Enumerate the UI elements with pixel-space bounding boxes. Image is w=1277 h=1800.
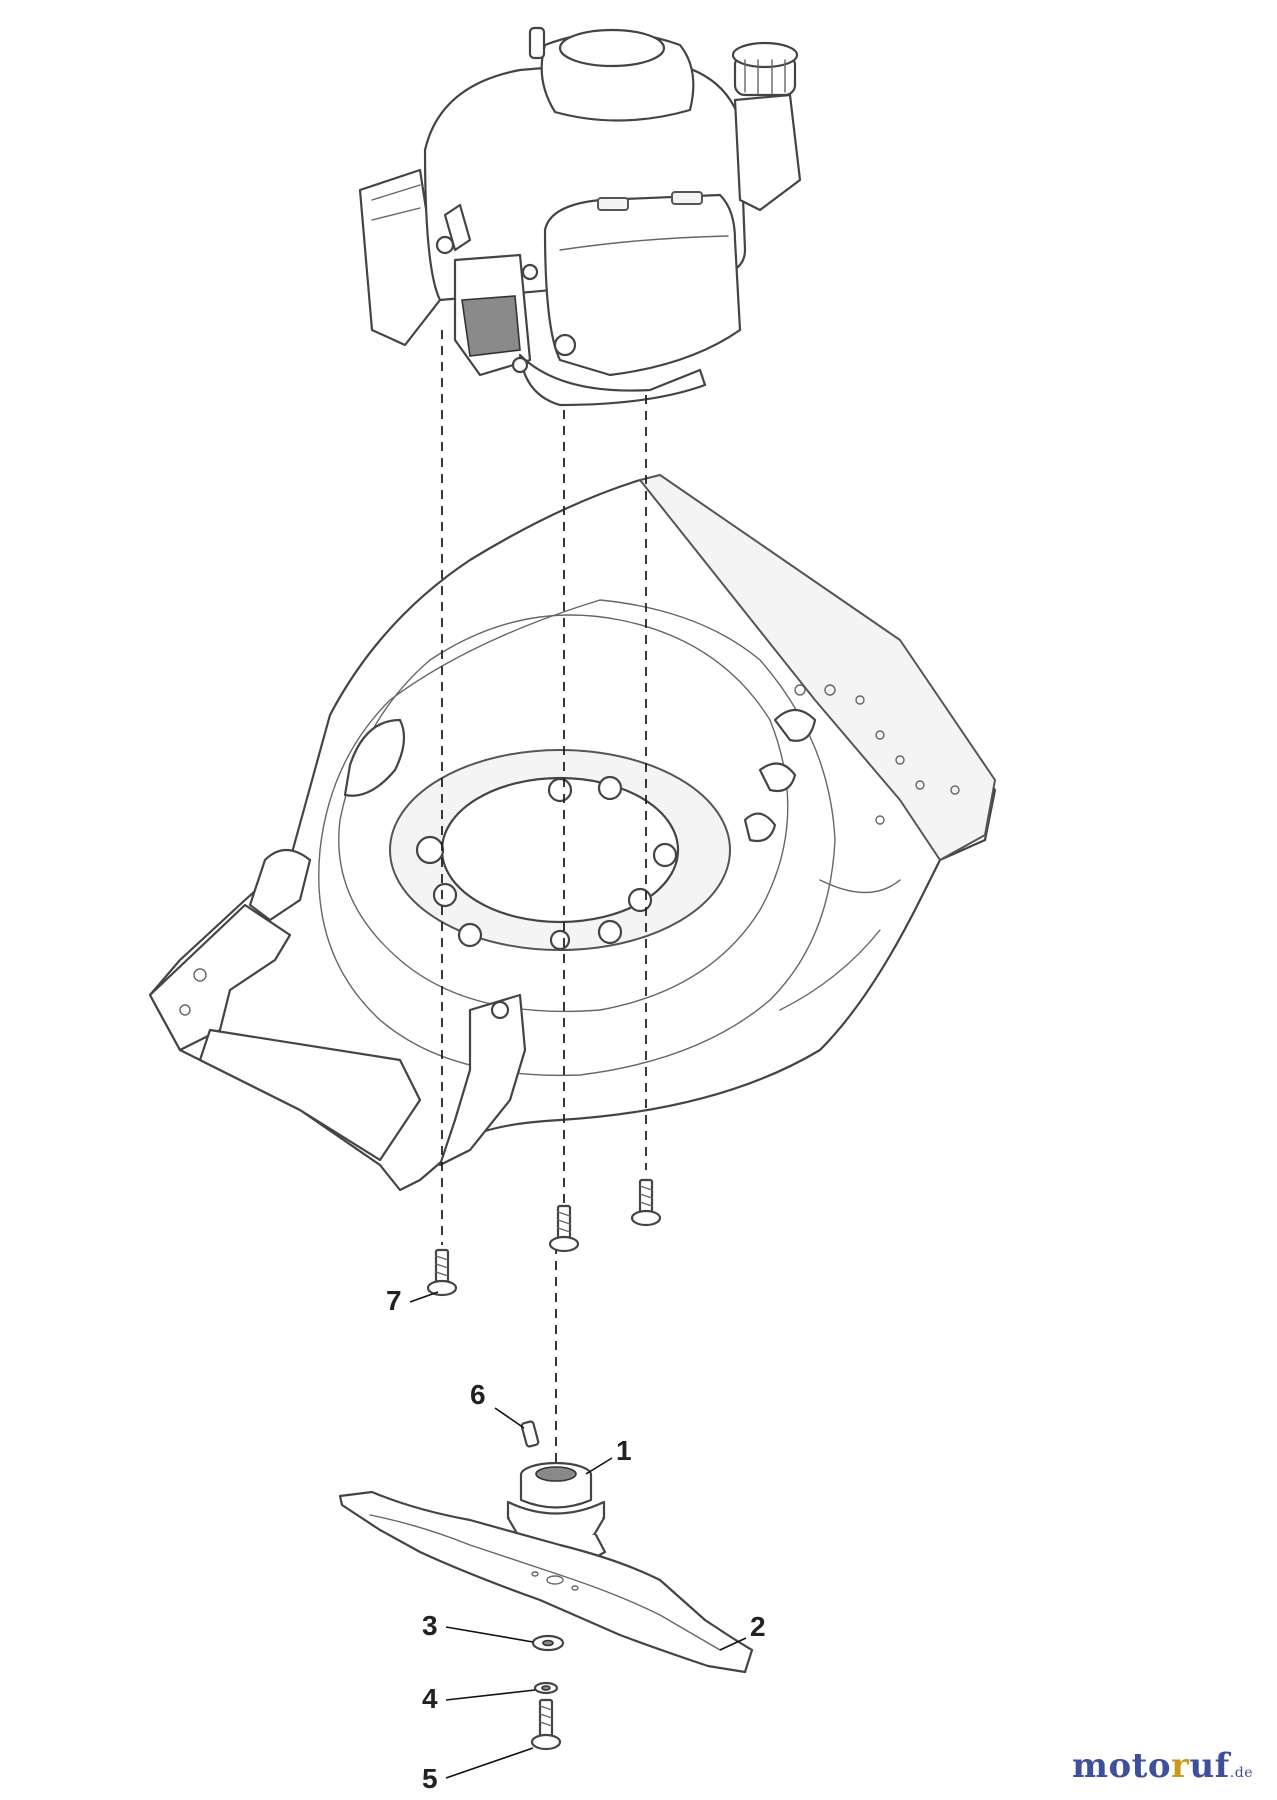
mount-bosses bbox=[415, 775, 678, 951]
alignment-guides bbox=[441, 330, 647, 1465]
mount-bolt-left bbox=[426, 1248, 458, 1297]
callout-7: 7 bbox=[386, 1285, 402, 1316]
callout-6: 6 bbox=[470, 1379, 486, 1410]
engine bbox=[358, 26, 802, 407]
callout-leaders bbox=[409, 1291, 747, 1779]
callout-2: 2 bbox=[750, 1611, 766, 1642]
washer-large bbox=[531, 1634, 565, 1652]
washer-small bbox=[533, 1681, 559, 1695]
mount-bolt-right bbox=[630, 1178, 662, 1227]
watermark-logo: motoruf.de bbox=[1071, 1746, 1253, 1786]
callout-5: 5 bbox=[422, 1763, 438, 1794]
mount-bolt-center bbox=[548, 1204, 580, 1253]
mower-deck bbox=[148, 474, 997, 1192]
blade-bolt bbox=[530, 1698, 562, 1751]
callout-1: 1 bbox=[616, 1435, 632, 1466]
callout-4: 4 bbox=[422, 1683, 438, 1714]
callout-labels: 7 6 1 2 3 4 5 bbox=[386, 1285, 766, 1794]
deck-holes bbox=[794, 684, 960, 825]
blade-key bbox=[520, 1420, 540, 1448]
mower-blade bbox=[338, 1490, 754, 1674]
callout-3: 3 bbox=[422, 1610, 438, 1641]
